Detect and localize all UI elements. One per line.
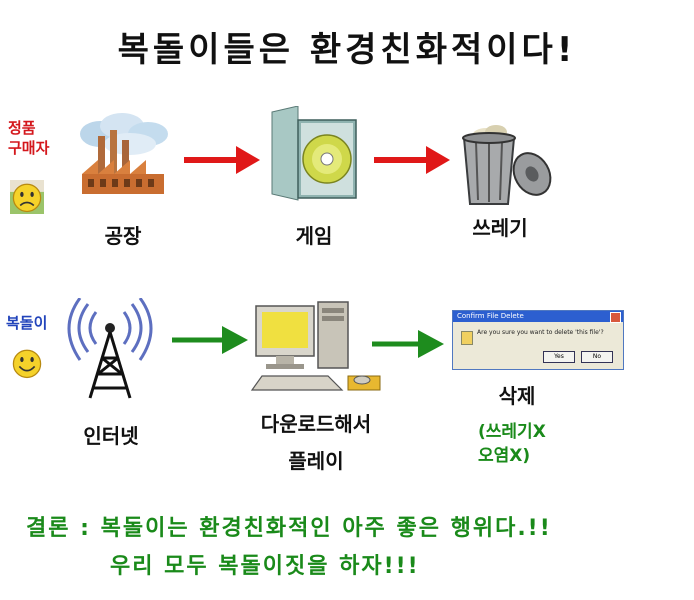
- delete-note-line2: 오염X): [478, 446, 531, 466]
- pirate-label: 복돌이: [6, 314, 48, 332]
- download-label-line2: 플레이: [288, 449, 344, 473]
- delete-note: (쓰레기X 오염X): [478, 420, 546, 468]
- trash-can-icon: [462, 125, 552, 205]
- yes-button[interactable]: Yes: [543, 351, 575, 363]
- arrow-icon: [172, 326, 248, 354]
- genuine-buyer-label-line1: 정품: [8, 119, 36, 137]
- factory-label: 공장: [104, 224, 142, 248]
- happy-smiley-icon: [10, 346, 44, 380]
- arrow-icon: [184, 146, 260, 174]
- delete-note-line1: (쓰레기X: [478, 422, 546, 442]
- trash-label: 쓰레기: [472, 216, 528, 240]
- game-label: 게임: [295, 224, 333, 248]
- factory-icon: [80, 113, 168, 194]
- download-label: 다운로드해서 플레이: [236, 408, 396, 474]
- delete-label: 삭제: [498, 384, 536, 408]
- arrow-icon: [374, 146, 450, 174]
- radio-tower-icon: [67, 298, 153, 399]
- close-icon[interactable]: [610, 312, 621, 323]
- delete-dialog-title: Confirm File Delete: [453, 311, 623, 322]
- no-button[interactable]: No: [581, 351, 613, 363]
- genuine-buyer-label-line2: 구매자: [8, 139, 50, 157]
- computer-icon: [250, 301, 381, 391]
- genuine-buyer-label: 정품 구매자: [8, 118, 49, 158]
- cd-case-icon: [271, 106, 357, 201]
- delete-dialog-message: Are you sure you want to delete 'this fi…: [477, 329, 604, 336]
- arrow-icon: [372, 330, 444, 358]
- conclusion-line2: 우리 모두 복돌이짓을 하자!!!: [110, 554, 420, 579]
- conclusion-line1: 결론 : 복돌이는 환경친화적인 아주 좋은 행위다.!!: [26, 516, 552, 541]
- sad-smiley-icon: [10, 180, 44, 214]
- page-title: 복돌이들은 환경친화적이다!: [117, 30, 577, 70]
- file-icon: [461, 331, 473, 345]
- internet-label: 인터넷: [83, 424, 139, 448]
- download-label-line1: 다운로드해서: [260, 412, 372, 436]
- delete-dialog: Confirm File Delete Are you sure you wan…: [452, 310, 624, 370]
